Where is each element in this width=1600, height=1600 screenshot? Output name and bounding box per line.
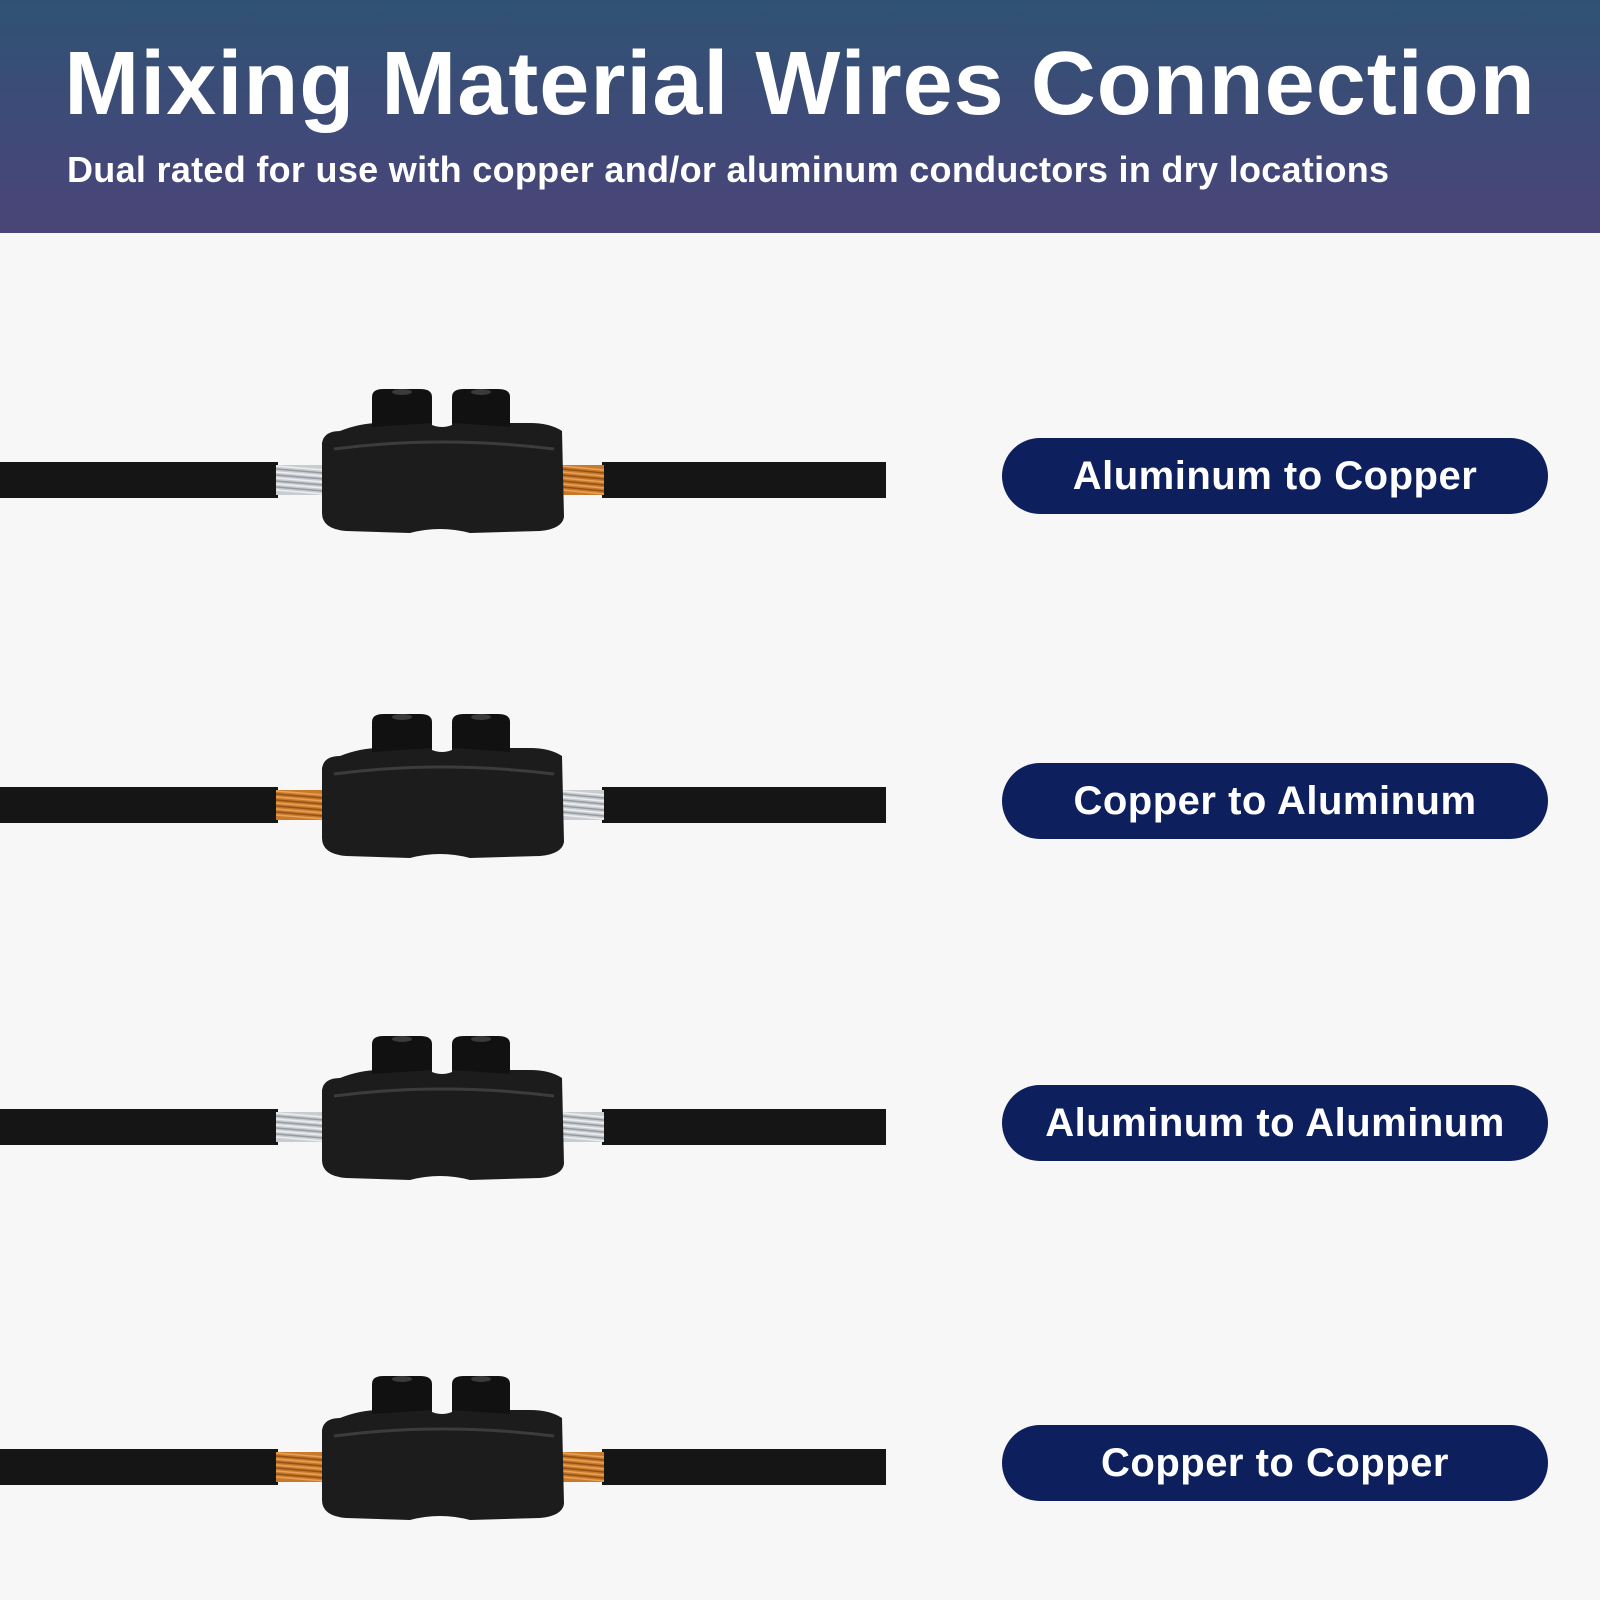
screw-port-left	[372, 1376, 432, 1414]
page-subtitle: Dual rated for use with copper and/or al…	[67, 149, 1390, 190]
body-highlight	[333, 440, 555, 451]
connector-body	[322, 748, 564, 858]
connector-illustration	[0, 1376, 886, 1520]
copper-wire-strands	[561, 1452, 605, 1482]
aluminum-wire-strands	[275, 1112, 325, 1142]
right-wire-insulation	[602, 462, 886, 498]
connector-block	[322, 1376, 564, 1520]
body-highlight	[333, 1087, 555, 1098]
connector-block	[322, 389, 564, 533]
screw-port-right	[452, 1036, 510, 1074]
left-wire-insulation	[0, 787, 278, 823]
connector-body	[322, 1070, 564, 1180]
connector-illustration	[0, 389, 886, 533]
connector-illustration	[0, 1036, 886, 1180]
header-banner: Mixing Material Wires Connection Dual ra…	[0, 0, 1600, 233]
connector-block	[322, 714, 564, 858]
screw-hole-left	[392, 389, 412, 395]
screw-port-left	[372, 1036, 432, 1074]
screw-port-left	[372, 389, 432, 427]
connector-body	[322, 423, 564, 533]
left-wire-insulation	[0, 462, 278, 498]
copper-wire-strands	[561, 465, 605, 495]
screw-port-right	[452, 389, 510, 427]
connector-illustration	[0, 714, 886, 858]
connection-row-copper-to-copper: Copper to Copper	[0, 1370, 1600, 1530]
center-slot	[432, 1397, 452, 1414]
body-highlight	[333, 1427, 555, 1438]
page-title: Mixing Material Wires Connection	[64, 34, 1536, 134]
center-slot	[432, 410, 452, 427]
connector-body	[322, 1410, 564, 1520]
copper-wire-strands	[275, 1452, 325, 1482]
connection-row-copper-to-aluminum: Copper to Aluminum	[0, 708, 1600, 868]
body-highlight	[333, 765, 555, 776]
connection-label: Copper to Aluminum	[1002, 763, 1548, 839]
center-slot	[432, 1057, 452, 1074]
center-slot	[432, 735, 452, 752]
screw-port-right	[452, 1376, 510, 1414]
right-wire-insulation	[602, 787, 886, 823]
screw-hole-left	[392, 714, 412, 720]
aluminum-wire-strands	[275, 465, 325, 495]
screw-port-right	[452, 714, 510, 752]
connector-block	[322, 1036, 564, 1180]
screw-hole-right	[471, 1036, 491, 1042]
connection-label: Copper to Copper	[1002, 1425, 1548, 1501]
screw-hole-right	[471, 389, 491, 395]
screw-port-left	[372, 714, 432, 752]
right-wire-insulation	[602, 1109, 886, 1145]
screw-hole-left	[392, 1376, 412, 1382]
connection-row-aluminum-to-copper: Aluminum to Copper	[0, 383, 1600, 543]
copper-wire-strands	[275, 790, 325, 820]
right-wire-insulation	[602, 1449, 886, 1485]
left-wire-insulation	[0, 1109, 278, 1145]
screw-hole-left	[392, 1036, 412, 1042]
aluminum-wire-strands	[561, 790, 605, 820]
screw-hole-right	[471, 1376, 491, 1382]
aluminum-wire-strands	[561, 1112, 605, 1142]
left-wire-insulation	[0, 1449, 278, 1485]
connection-row-aluminum-to-aluminum: Aluminum to Aluminum	[0, 1030, 1600, 1190]
connection-label: Aluminum to Aluminum	[1002, 1085, 1548, 1161]
connection-label: Aluminum to Copper	[1002, 438, 1548, 514]
screw-hole-right	[471, 714, 491, 720]
